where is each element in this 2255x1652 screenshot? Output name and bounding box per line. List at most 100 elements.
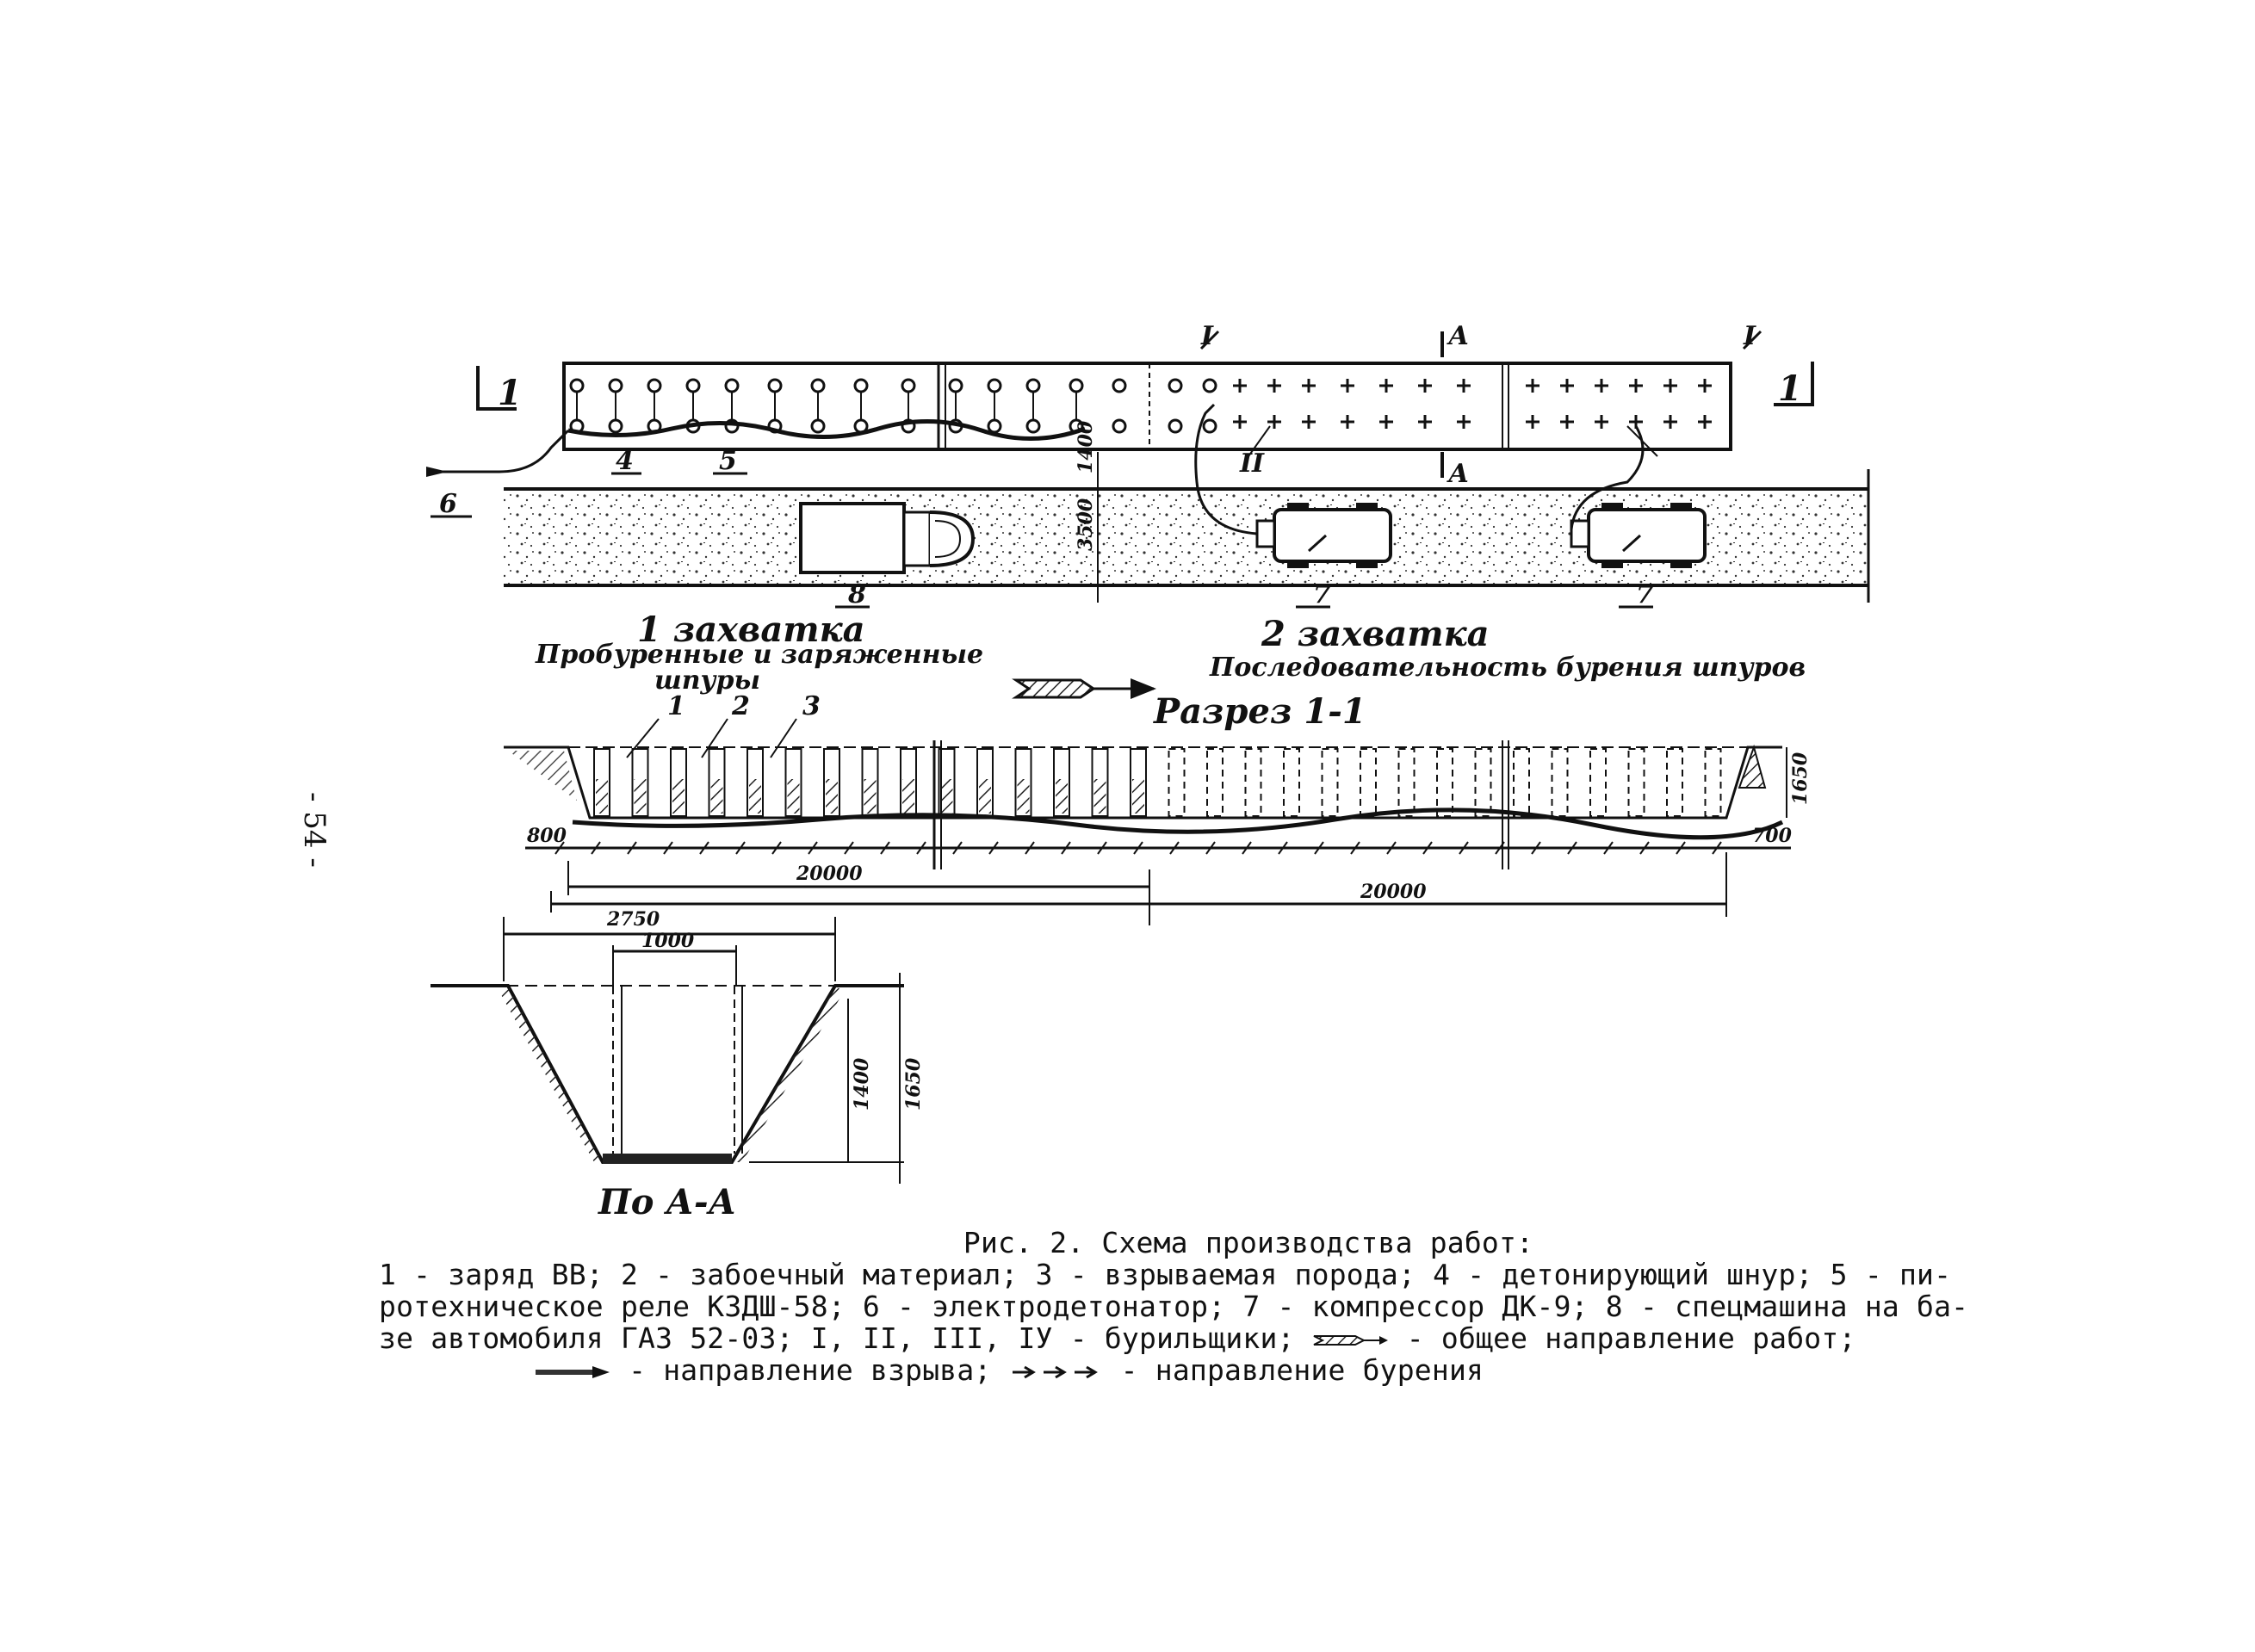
callout-charge: 1 <box>667 691 685 721</box>
dim-tick <box>1061 841 1071 855</box>
charged-hole <box>901 378 916 393</box>
charged-hole <box>987 378 1002 393</box>
drill-hole-mark <box>1341 379 1354 393</box>
section-hole-column <box>1244 748 1262 817</box>
caption-line-2: ротехническое реле КЗДШ-58; 6 - электрод… <box>379 1290 1969 1323</box>
drill-hole-mark <box>1233 415 1247 429</box>
drill-hole-mark <box>1698 415 1712 429</box>
dim-tick <box>988 841 999 855</box>
stage1-line2: шпуры <box>654 665 760 696</box>
caption-line-1: 1 - заряд ВВ; 2 - забоечный материал; 3 … <box>379 1258 1952 1291</box>
charged-holes <box>569 378 1217 434</box>
road-offset-dim: 1400 <box>1075 420 1097 473</box>
stage2-line1: Последовательность бурения шпуров <box>1209 653 1806 683</box>
dim-tick <box>699 841 709 855</box>
section-hole-column <box>1168 748 1186 817</box>
detonating-cord <box>567 419 1086 441</box>
dim-tick <box>1567 841 1577 855</box>
depth-inner-dim: 1400 <box>851 1057 873 1111</box>
section-hole-column <box>1627 748 1645 817</box>
cut-mark-top: А <box>1447 321 1469 351</box>
dim-tick <box>1495 841 1505 855</box>
charged-hole <box>810 418 826 434</box>
driller-mark-4: І <box>1743 321 1756 351</box>
charged-hole <box>647 378 662 393</box>
charged-hole <box>1025 378 1041 393</box>
cross-section-label: По А-А <box>598 1182 736 1222</box>
dim-tick <box>663 841 673 855</box>
dim-tick <box>1459 841 1469 855</box>
section-hole-column <box>1360 748 1377 817</box>
dim-tick <box>1712 841 1722 855</box>
section-hole-column <box>1513 748 1530 817</box>
span-left-dim: 20000 <box>796 863 863 885</box>
dim-tick <box>1133 841 1143 855</box>
dim-tick <box>1603 841 1614 855</box>
callout-compressor-1: 7 <box>1313 579 1331 609</box>
drill-hole-mark <box>1560 415 1574 429</box>
dim-tick <box>1205 841 1216 855</box>
dim-tick <box>1422 841 1433 855</box>
drill-hole-mark <box>1629 379 1643 393</box>
drilling-direction-legend-icon <box>1012 1365 1098 1378</box>
callout-relay: 5 <box>719 446 737 476</box>
section-hole-column <box>1474 748 1492 817</box>
svg-text:1: 1 <box>1778 368 1802 409</box>
dim-tick <box>1531 841 1541 855</box>
caption-line-4-b: - направление бурения <box>1120 1353 1484 1387</box>
callout-compressor-2: 7 <box>1636 579 1654 609</box>
blast-direction-legend-icon <box>536 1365 610 1378</box>
drill-hole-mark <box>1418 415 1432 429</box>
charged-hole <box>1025 418 1041 434</box>
caption-title: Рис. 2. Схема производства работ: <box>963 1226 1534 1259</box>
dim-tick <box>591 841 601 855</box>
charged-hole <box>853 378 869 393</box>
drill-hole-mark <box>1457 379 1471 393</box>
section-columns <box>593 748 1722 817</box>
compressor-1 <box>1255 503 1392 568</box>
cut-mark-bottom: А <box>1447 459 1469 489</box>
stage-labels: 1 захватка Пробуренные и заряженные шпур… <box>535 609 1806 732</box>
caption-line-3-text: зе автомобиля ГАЗ 52-03; І, ІІ, ІІІ, ІУ … <box>379 1321 1295 1355</box>
charged-hole <box>767 378 783 393</box>
dim-tick <box>735 841 746 855</box>
drill-hole-mark <box>1663 415 1677 429</box>
charged-hole <box>948 378 963 393</box>
drill-holes <box>1233 379 1712 429</box>
section-height-dim: 1650 <box>1789 752 1812 805</box>
charged-hole <box>1112 378 1127 393</box>
drill-hole-mark <box>1302 415 1316 429</box>
figure-caption: Рис. 2. Схема производства работ: 1 - за… <box>379 1227 1980 1386</box>
dim-tick <box>1639 841 1650 855</box>
section-hole-column <box>1206 748 1224 817</box>
plan-view: 1 1 А А І І 4 5 6 1400 3500 <box>426 321 1870 609</box>
general-direction-arrow <box>1012 678 1156 699</box>
detonating-cord-lead <box>426 429 570 473</box>
dim-tick <box>1350 841 1360 855</box>
drill-hole-mark <box>1379 379 1393 393</box>
section-mark-left: 1 <box>476 366 522 413</box>
compressor-2 <box>1570 503 1707 568</box>
trench-strip <box>562 362 1732 451</box>
callout-stemming: 2 <box>731 691 750 721</box>
charged-hole <box>608 418 623 434</box>
trench-profile <box>431 984 904 1164</box>
section-hole-column <box>1551 748 1569 817</box>
hole-spacing-ticks <box>554 841 1722 855</box>
charged-hole <box>608 378 623 393</box>
cross-section-aa: 2750 1000 1400 1650 По А-А <box>431 908 925 1222</box>
section-hole-column <box>1321 748 1339 817</box>
stage2-title: 2 захватка <box>1261 614 1490 654</box>
charged-hole <box>1202 418 1217 434</box>
top-width-dim: 2750 <box>606 908 660 931</box>
charged-hole <box>724 378 740 393</box>
charged-hole <box>569 378 585 393</box>
dim-tick <box>1314 841 1324 855</box>
caption-line-4: - направление взрыва; - направление буре… <box>379 1354 1980 1386</box>
drill-hole-mark <box>1457 415 1471 429</box>
section-hole-column <box>1397 748 1416 817</box>
bottom-width-dim: 1000 <box>641 930 695 952</box>
drill-hole-mark <box>1418 379 1432 393</box>
drill-hole-mark <box>1233 379 1247 393</box>
